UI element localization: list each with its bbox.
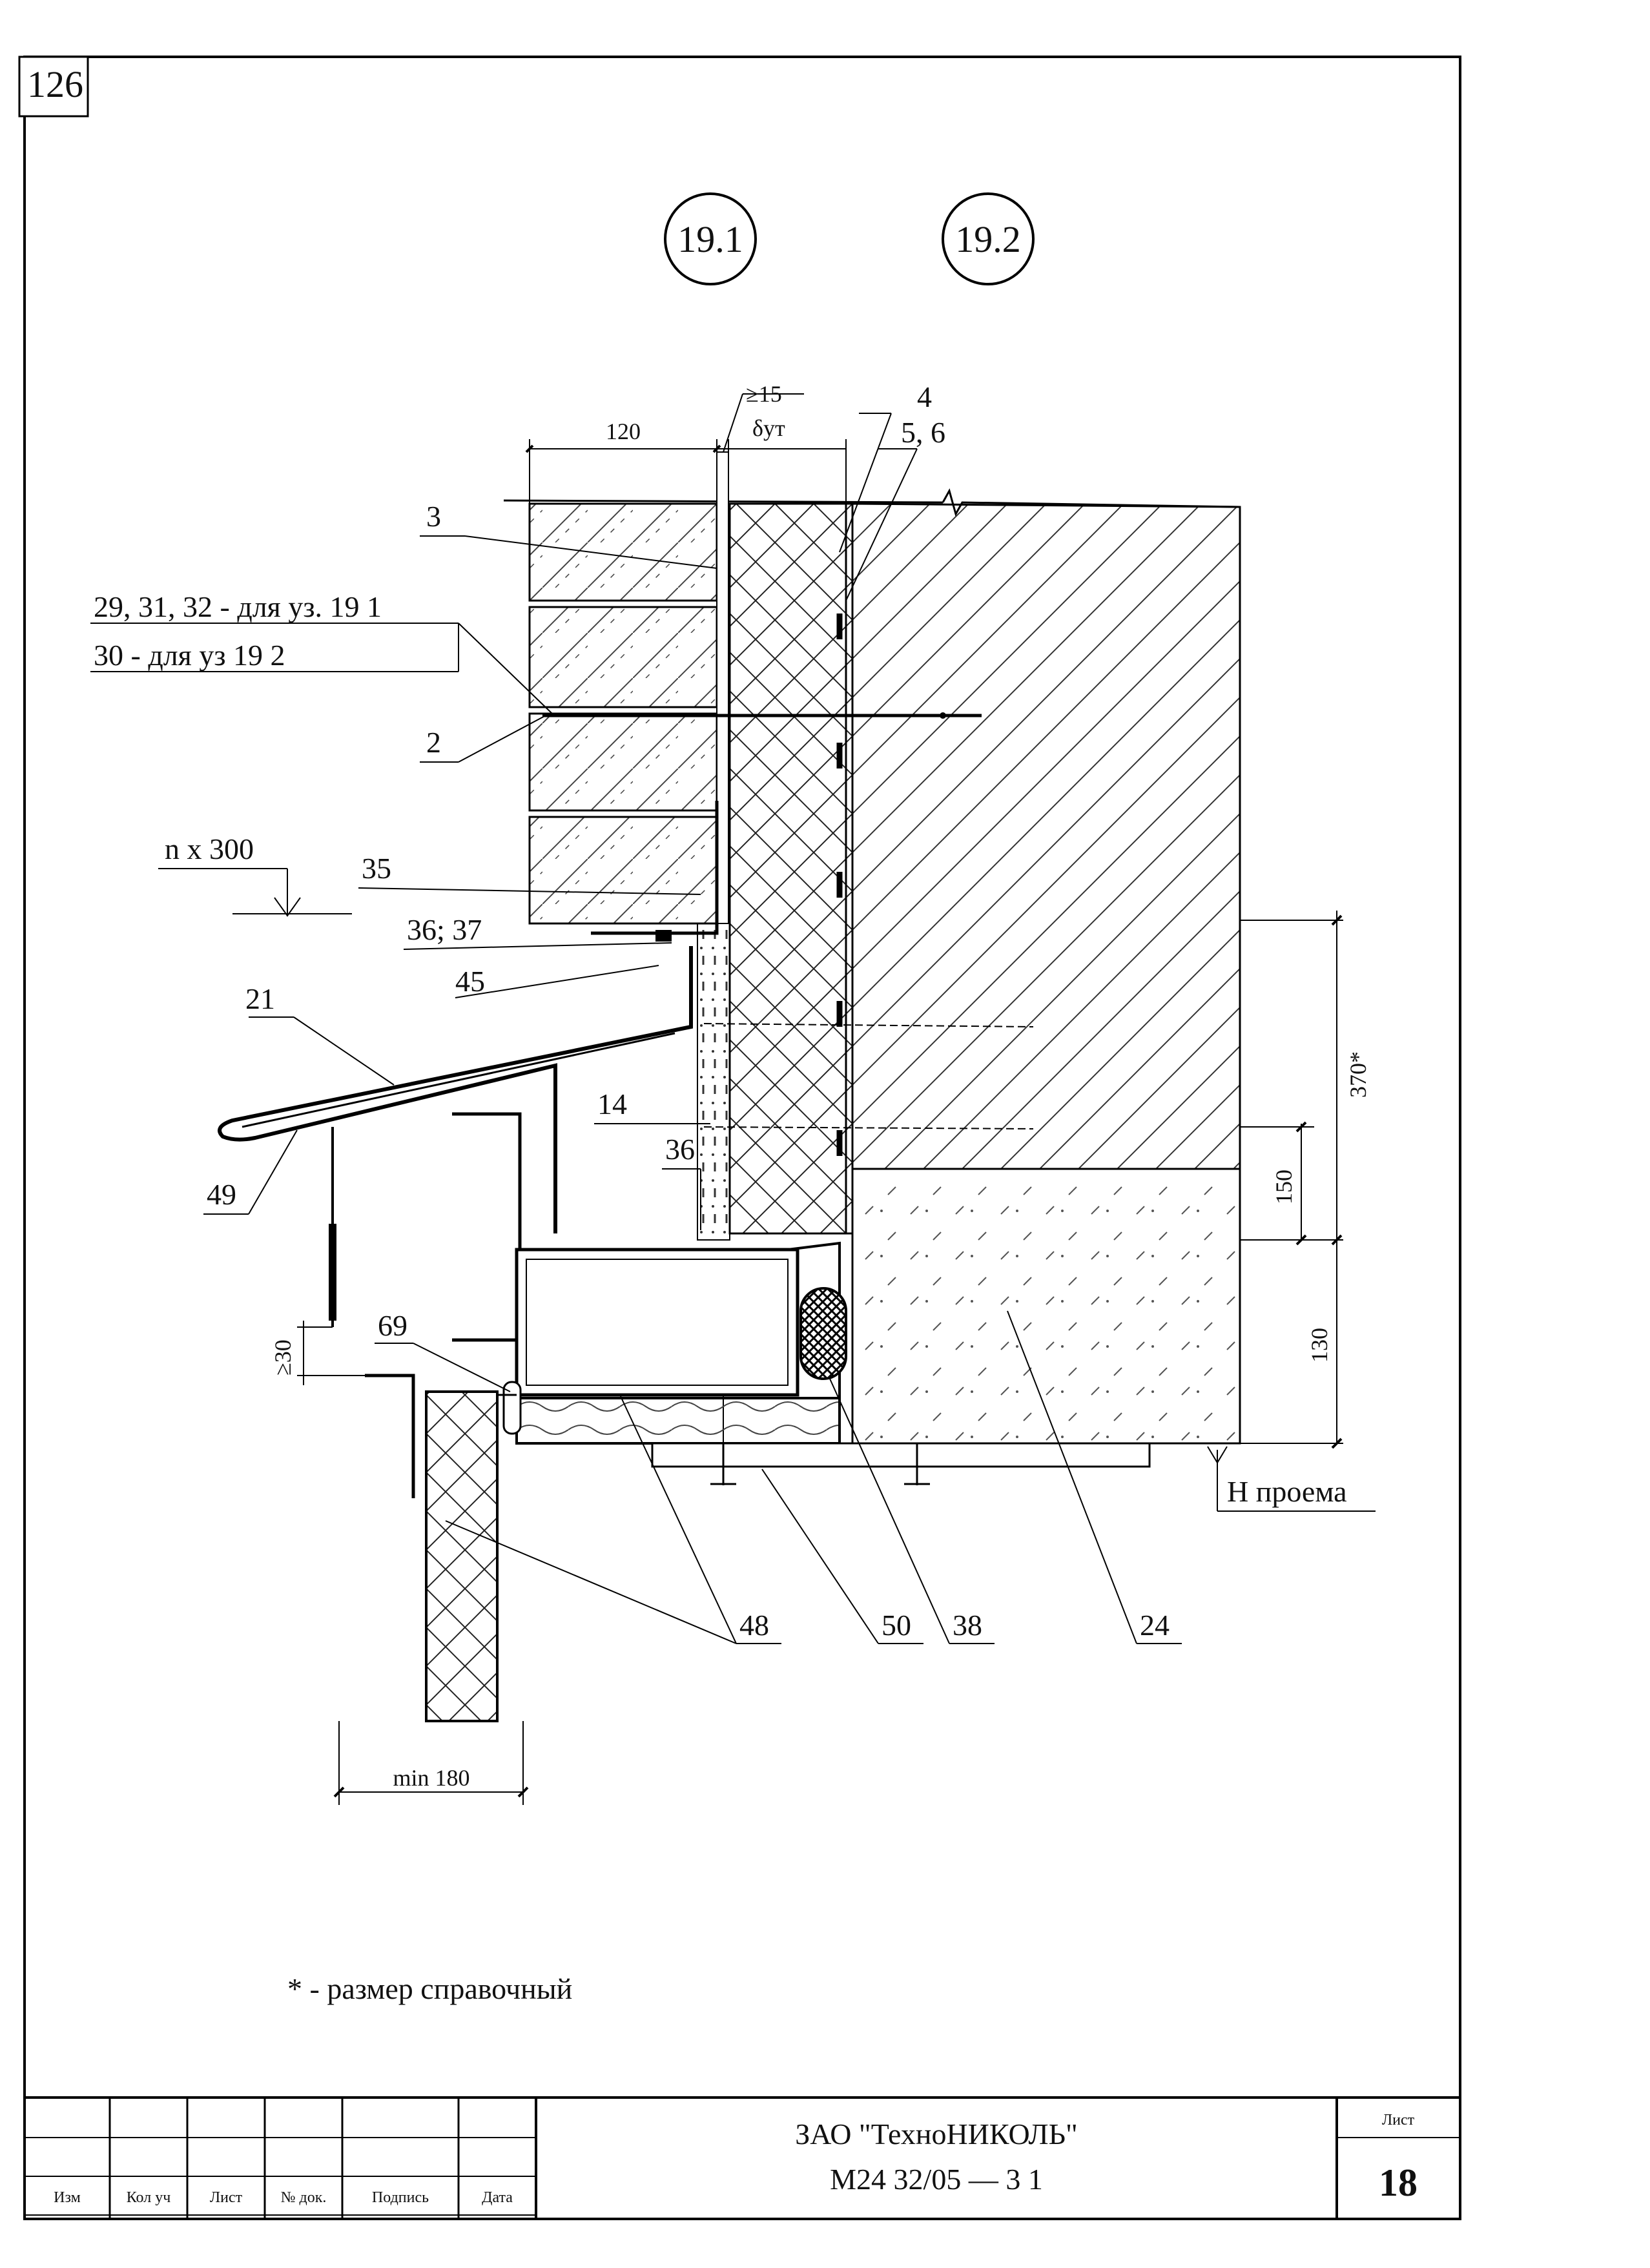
dim-370: 370* xyxy=(1345,1051,1371,1098)
callout-29-31-32: 29, 31, 32 - для уз. 19 1 xyxy=(94,590,382,623)
callout-3: 3 xyxy=(426,500,441,533)
callout-35: 35 xyxy=(362,852,391,885)
callout-38: 38 xyxy=(953,1609,982,1642)
node-marker-1-label: 19.1 xyxy=(677,218,743,260)
callout-36: 36 xyxy=(665,1133,695,1166)
callout-21: 21 xyxy=(245,982,275,1015)
sheet-label: Лист xyxy=(1382,2112,1415,2129)
window-sill xyxy=(218,946,693,1327)
tb-col-doc: № док. xyxy=(281,2189,327,2206)
callout-50: 50 xyxy=(882,1609,911,1642)
callout-14: 14 xyxy=(597,1088,627,1120)
callout-48: 48 xyxy=(739,1609,769,1642)
tb-col-kol: Кол уч xyxy=(127,2189,171,2206)
dim-120: 120 xyxy=(606,418,641,444)
sandwich-panel xyxy=(365,1374,522,1722)
tb-col-list: Лист xyxy=(210,2189,243,2206)
dim-15: ≥15 xyxy=(746,381,782,407)
callout-5-6: 5, 6 xyxy=(901,416,945,449)
callout-24: 24 xyxy=(1140,1609,1170,1642)
dim-min180: min 180 xyxy=(393,1765,469,1791)
window-frame xyxy=(452,1112,841,1479)
tb-col-date: Дата xyxy=(482,2189,513,2206)
tb-col-izm: Изм xyxy=(54,2189,81,2206)
h-opening-label: Н проема xyxy=(1227,1475,1347,1508)
node-marker-1: 19.1 xyxy=(664,192,757,285)
callout-2: 2 xyxy=(426,726,441,759)
wood-bar xyxy=(515,1397,1151,1485)
node-marker-2-label: 19.2 xyxy=(955,218,1021,260)
callout-45: 45 xyxy=(455,965,485,998)
leader-lines xyxy=(90,413,1182,1644)
sheet-frame: 126 xyxy=(18,56,1461,2220)
callout-49: 49 xyxy=(207,1178,236,1211)
title-block xyxy=(25,2096,1460,2219)
tb-col-sign: Подпись xyxy=(372,2189,429,2206)
dim-30: ≥30 xyxy=(270,1339,296,1376)
reference-note: * - размер справочный xyxy=(287,1972,572,2005)
callout-36-37: 36; 37 xyxy=(407,913,482,946)
brick-facing xyxy=(528,451,729,925)
anchors xyxy=(542,712,1034,1129)
callout-4: 4 xyxy=(917,380,932,413)
foam-fill xyxy=(697,923,730,1241)
callout-30: 30 - для уз 19 2 xyxy=(94,639,285,672)
dim-nx300: n x 300 xyxy=(165,832,254,865)
dimension-lines xyxy=(158,393,1376,1805)
node-marker-2: 19.2 xyxy=(942,192,1035,285)
document-code: М24 32/05 — 3 1 xyxy=(830,2163,1043,2196)
steel-profile xyxy=(591,801,719,942)
dim-130: 130 xyxy=(1306,1328,1332,1363)
company-name: ЗАО "ТехноНИКОЛЬ" xyxy=(795,2118,1078,2150)
dim-150: 150 xyxy=(1271,1170,1297,1204)
sheet-number: 18 xyxy=(1379,2161,1418,2204)
lintel-block xyxy=(851,1168,1241,1445)
dim-delta: δут xyxy=(752,415,785,441)
sealing-cord xyxy=(799,1287,847,1380)
callout-69: 69 xyxy=(378,1309,407,1342)
page-number: 126 xyxy=(27,63,83,105)
insulation-layer xyxy=(728,502,854,1235)
